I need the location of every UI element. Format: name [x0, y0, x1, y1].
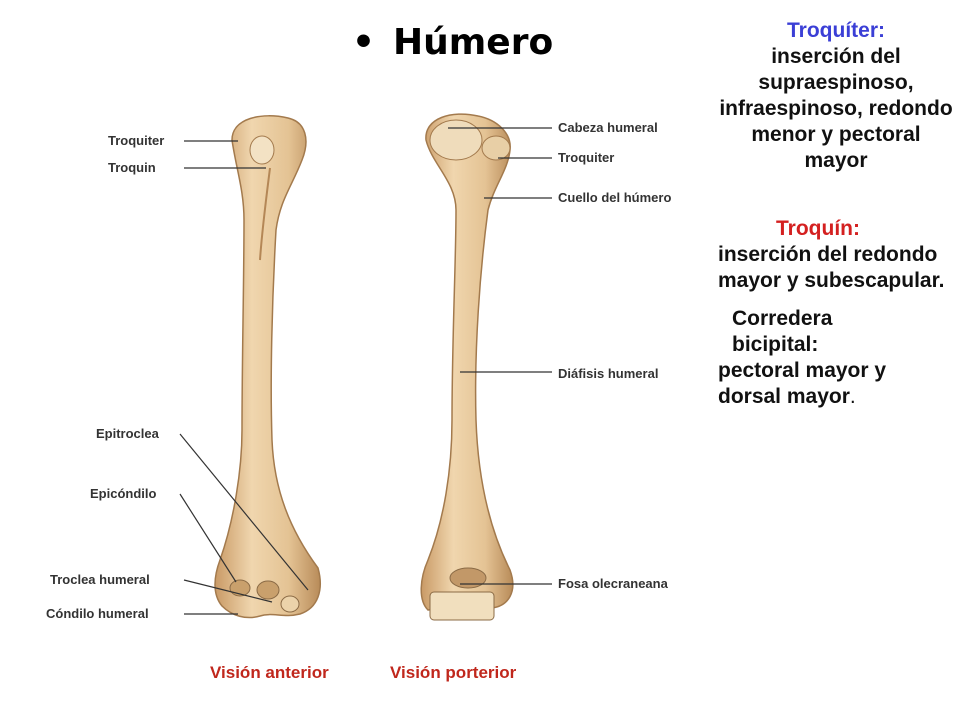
label-fosa-olecraneana: Fosa olecraneana — [558, 576, 669, 591]
bullet: • — [352, 22, 376, 63]
leader-lines — [179, 127, 552, 615]
line-epicondilo — [179, 493, 237, 583]
note-troquiter: Troquíter: inserción del supraespinoso, … — [718, 18, 954, 174]
title-text: Húmero — [393, 22, 554, 63]
posterior-trochlea-block — [429, 591, 495, 621]
note-corredera-end: . — [849, 385, 856, 408]
anterior-groove — [259, 167, 271, 261]
anterior-condyle — [280, 595, 300, 613]
anterior-bone-shape — [214, 115, 321, 619]
note-troquiter-heading: Troquíter: — [787, 19, 885, 42]
humerus-posterior — [420, 113, 514, 621]
note-corredera-text: pectoral mayor y dorsal mayor — [718, 359, 887, 408]
label-troclea-humeral: Troclea humeral — [50, 572, 150, 587]
anterior-head — [249, 135, 275, 165]
posterior-olecranon-fossa — [449, 567, 487, 589]
notes-panel: Troquíter: inserción del supraespinoso, … — [718, 18, 954, 410]
caption-vision-posterior: Visión porterior — [390, 663, 517, 682]
note-corredera: Corredera bicipital: pectoral mayor y do… — [718, 306, 954, 410]
note-troquin-text: inserción del redondo mayor y subescapul… — [718, 243, 945, 292]
note-troquiter-text: inserción del supraespinoso, infraespino… — [719, 45, 953, 172]
caption-vision-anterior: Visión anterior — [210, 663, 329, 682]
label-cabeza-humeral: Cabeza humeral — [558, 120, 658, 135]
anterior-trochlea — [229, 579, 251, 597]
anterior-capitulum — [256, 580, 280, 600]
label-troquin: Troquin — [108, 160, 156, 175]
note-corredera-heading: Corredera bicipital: — [732, 307, 833, 356]
slide-title: • Húmero — [352, 22, 553, 63]
label-troquiter-left: Troquiter — [108, 133, 164, 148]
label-troquiter-right: Troquiter — [558, 150, 614, 165]
label-cuello-humero: Cuello del húmero — [558, 190, 671, 205]
label-epicondilo: Epicóndilo — [90, 486, 157, 501]
posterior-greater-tubercle — [481, 135, 511, 161]
label-diafisis-humeral: Diáfisis humeral — [558, 366, 658, 381]
label-condilo-humeral: Cóndilo humeral — [46, 606, 149, 621]
humerus-figure: Troquiter Troquin Epitroclea Epicóndilo … — [46, 113, 671, 682]
label-epitroclea: Epitroclea — [96, 426, 160, 441]
humerus-anterior — [214, 115, 321, 619]
note-troquin: Troquín: inserción del redondo mayor y s… — [718, 216, 954, 294]
line-epitroclea — [179, 433, 309, 591]
posterior-bone-shape — [420, 113, 514, 611]
note-troquin-heading: Troquín: — [776, 217, 860, 240]
line-troclea — [183, 579, 273, 603]
posterior-head — [429, 119, 483, 161]
